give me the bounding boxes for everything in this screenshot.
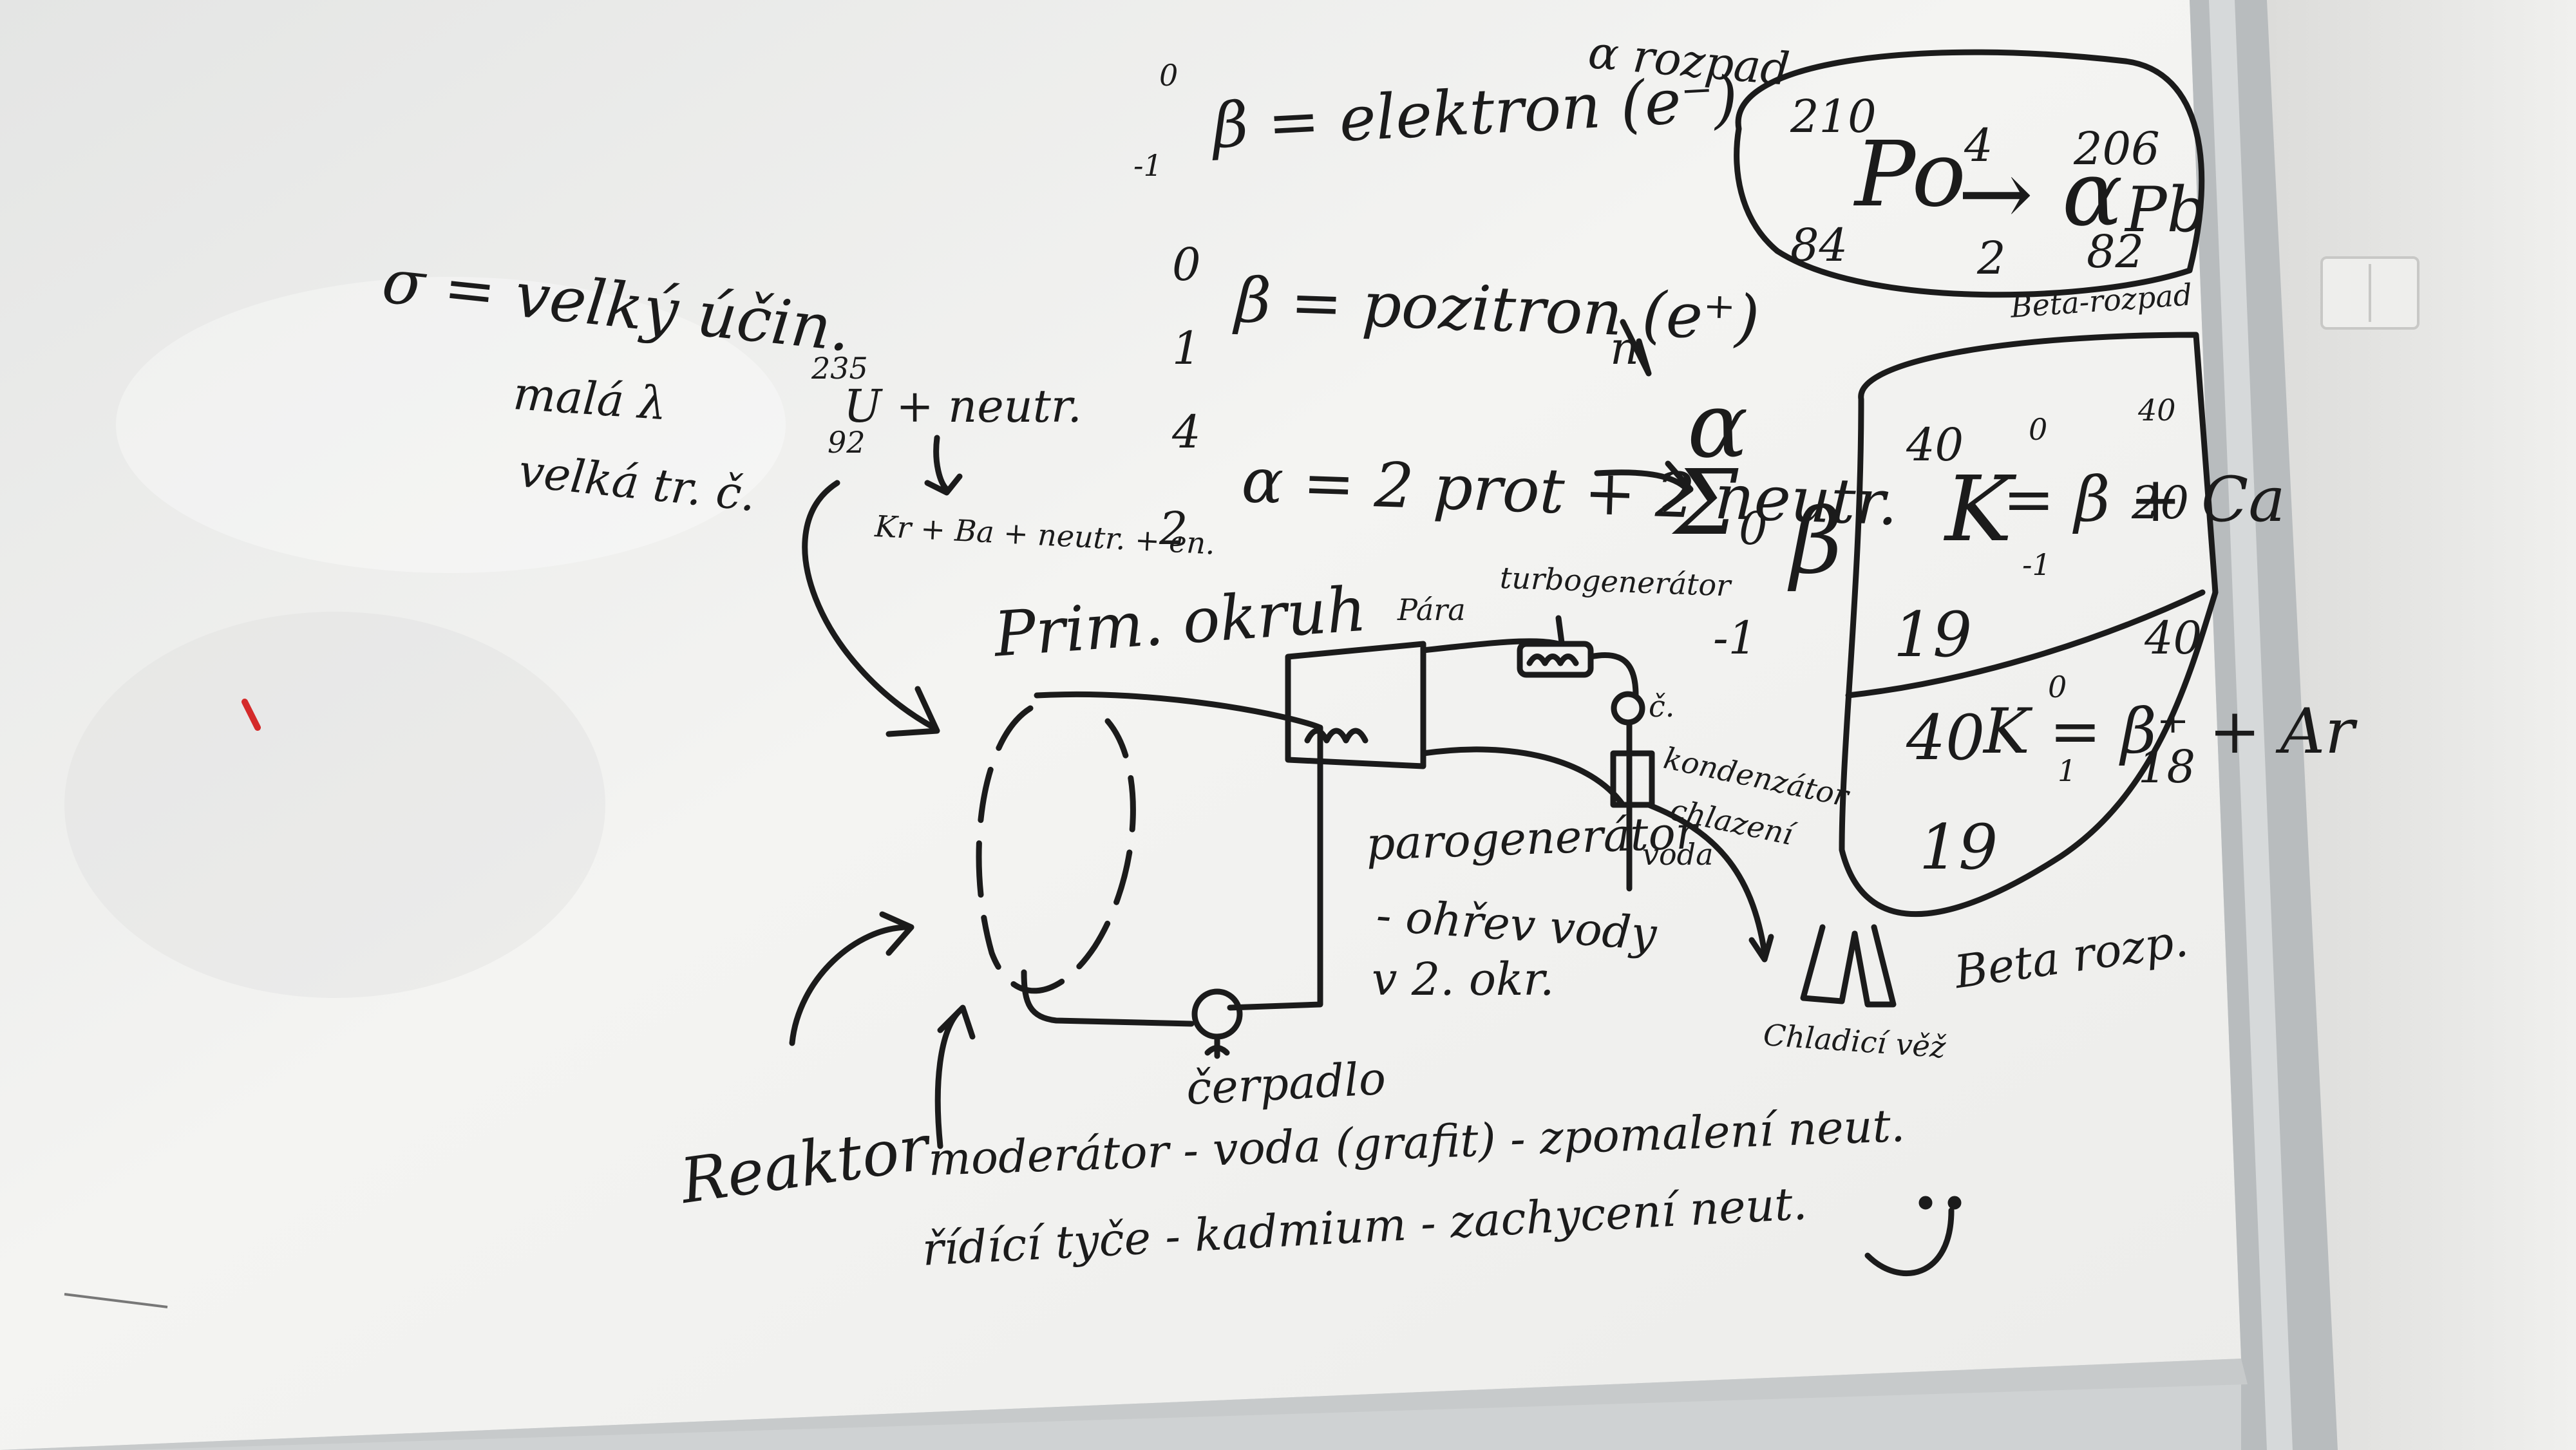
label-po-atomic: 84 [1790,219,1848,272]
label-positron-bottom: 1 [1172,322,1201,375]
label-alpha-atomic: 2 [1977,232,2006,285]
condenser-box [1610,750,1655,808]
label-para: Pára [1397,592,1466,627]
label-pb-mass: 206 [2074,122,2160,175]
label-pb-symbol: Pb [2125,174,2207,246]
smiley-mouth [1864,1207,1955,1277]
label-k40b-mass: 40 [1906,702,1985,774]
label-big-beta-top: 0 [1739,502,1768,555]
label-small-n: n [1610,322,1640,375]
label-positron-top: 0 [1172,238,1201,291]
label-k40b-equation: K = β⁺ + Ar [1984,695,2355,767]
label-sigma: Σ [1674,451,1738,556]
label-u235-mass: 235 [811,351,868,386]
label-ar-atomic: 18 [2138,740,2196,793]
label-beta-minus-one: -1 [2022,547,2051,582]
beta-decay-bubble [1839,332,2219,918]
label-big-beta: β [1790,489,1842,594]
label-electron-bottom: -1 [1133,148,1162,183]
label-cerpadlo: čerpadlo [1185,1051,1387,1115]
label-u235-atomic: 92 [828,425,866,460]
primary-circuit-bottom [1021,969,1195,1027]
label-ca-atomic: 20 [2132,476,2190,529]
cooling-tower [1800,924,1858,1004]
label-k40-atomic: 19 [1893,599,1973,671]
whiteboard-surface [0,0,2241,1450]
steam-generator-box [1285,641,1426,769]
label-c: č. [1649,689,1675,724]
primary-circuit-right [1034,691,1323,1011]
label-big-alpha: α [1687,373,1748,478]
label-ar-mass: 40 [2145,612,2202,664]
label-k40-symbol: K [1945,457,2012,562]
label-pb-atomic: 82 [2087,225,2145,278]
label-k40b-atomic: 19 [1919,811,1998,883]
label-electron-top: 0 [1159,58,1179,93]
label-betaplus-one: 1 [2058,753,2077,788]
label-beta-zero: 0 [2029,412,2048,447]
label-mala-lambda: malá λ [511,367,669,431]
label-alpha-top: 4 [1172,406,1201,458]
label-k40-mass: 40 [1906,419,1964,471]
label-alpha-mass: 4 [1964,119,1993,172]
reactor-core-loop [976,705,1136,994]
pump-symbol [1191,988,1243,1040]
label-po-mass: 210 [1790,90,1877,143]
label-v-2-okr: v 2. okr. [1372,953,1555,1006]
label-big-beta-bottom: -1 [1713,612,1757,664]
curved-arrow-upper [802,480,937,731]
alpha-decay-bubble [1734,49,2205,298]
label-u235: U + neutr. [844,380,1082,433]
label-po-symbol: Po [1855,122,1966,227]
label-betaplus-zero: 0 [2048,670,2067,704]
label-arrow-alpha: → α [1958,142,2123,247]
label-voda: voda [1642,837,1714,872]
label-k40-equation: = β + Ca [2003,464,2286,536]
label-alpha-bottom: 2 [1159,502,1188,555]
label-ca-mass: 40 [2138,393,2176,428]
